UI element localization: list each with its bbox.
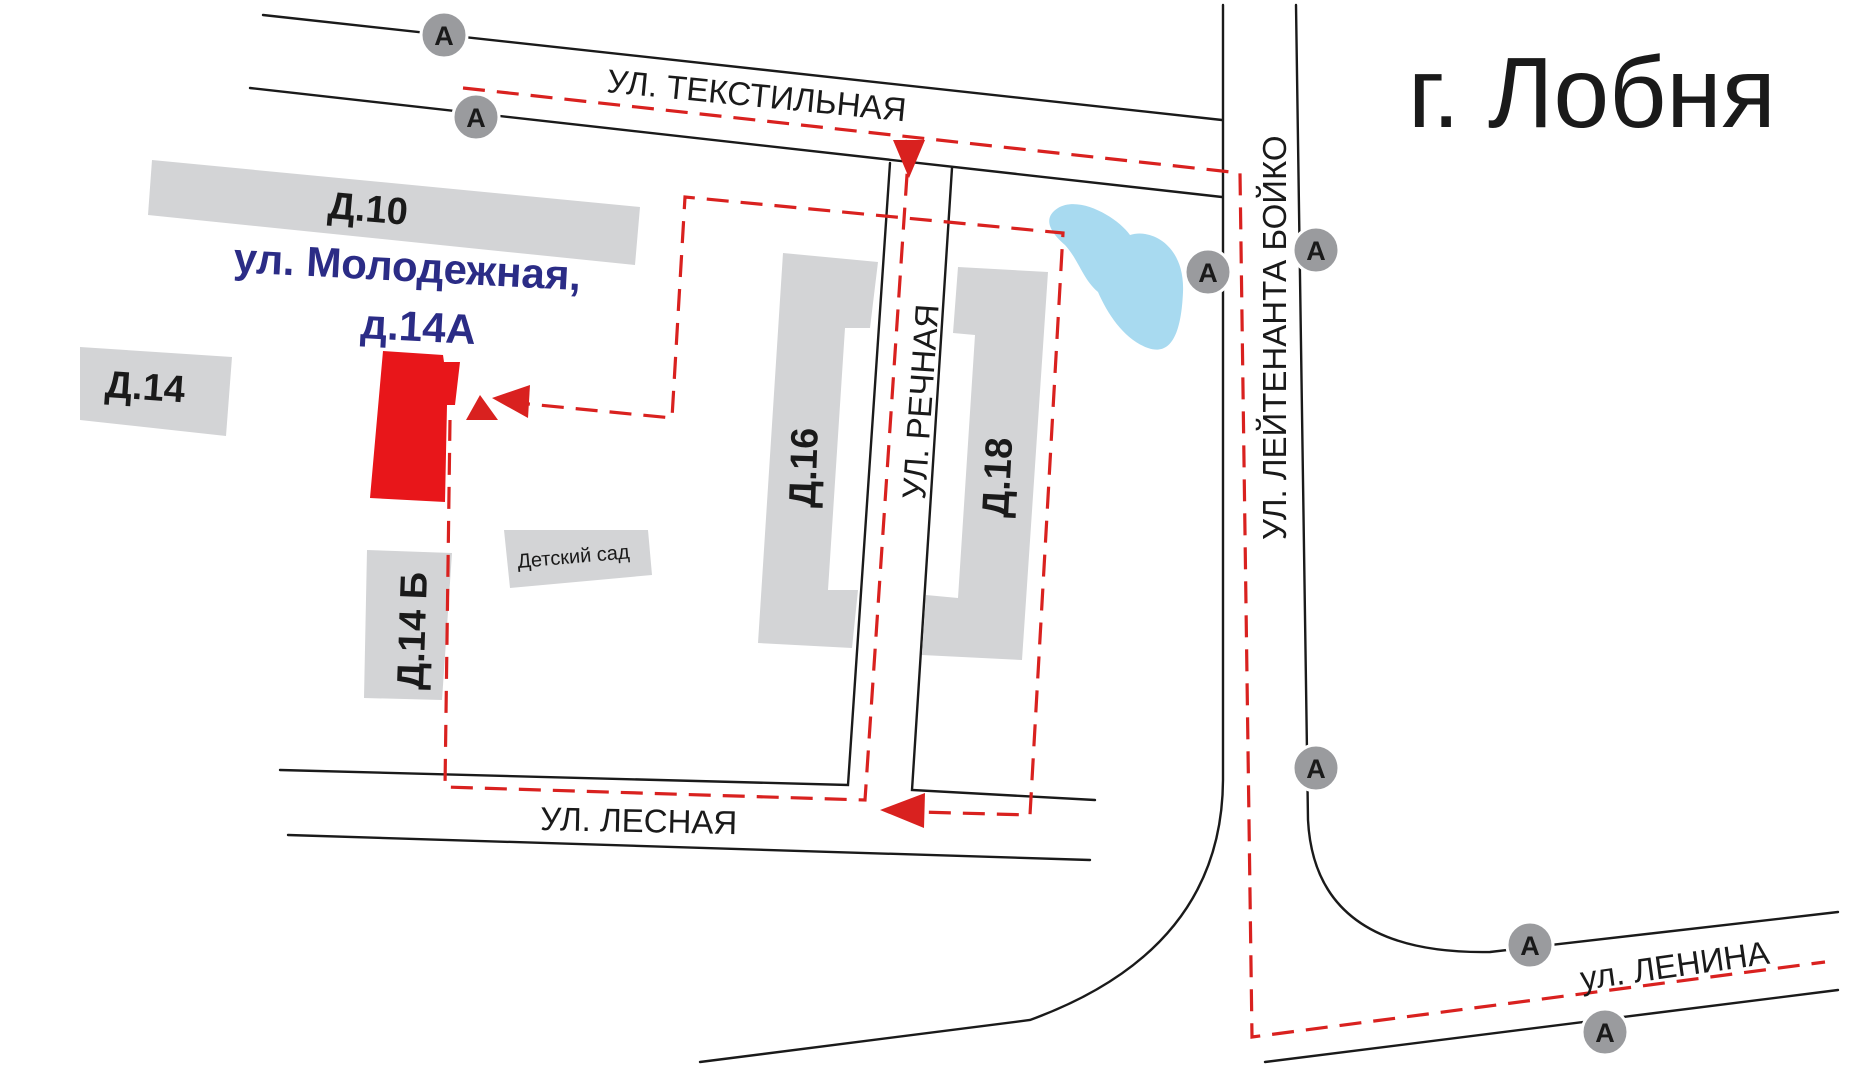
target-building-14a	[370, 351, 460, 502]
bus-stop-icon: А	[451, 92, 501, 142]
building-d10-label: Д.10	[326, 185, 409, 234]
route-arrow-up-icon	[466, 395, 498, 420]
driving-route	[443, 86, 1826, 1039]
street-label-tekstilnaya: УЛ. ТЕКСТИЛЬНАЯ	[605, 62, 908, 128]
kindergarten-building	[504, 530, 652, 588]
street-label-leitenanta-boiko: УЛ. ЛЕЙТЕНАНТА БОЙКО	[1256, 135, 1293, 540]
bus-stop-icon: А	[1183, 247, 1233, 297]
bus-stop-icon: А	[419, 10, 469, 60]
building-d14b-label: Д.14 Б	[390, 571, 436, 690]
svg-text:А: А	[1198, 258, 1218, 288]
street-label-lesnaya: УЛ. ЛЕСНАЯ	[540, 800, 738, 841]
road-rechnaya-east	[910, 166, 1097, 802]
street-label-lenina: ул. ЛЕНИНА	[1578, 934, 1772, 997]
city-title: г. Лобня	[1408, 37, 1776, 149]
building-d16	[758, 253, 878, 648]
target-address-line2: д.14А	[360, 300, 478, 353]
bus-stop-icon: А	[1291, 743, 1341, 793]
road-lesnaya-south	[286, 833, 1092, 862]
buildings: Д.10 Д.14 Д.14 Б Детский сад Д.16 Д.18	[80, 160, 1048, 700]
building-d18-label: Д.18	[975, 436, 1021, 518]
bus-stop-icon: А	[1580, 1007, 1630, 1057]
road-rechnaya-west	[278, 161, 892, 787]
svg-text:А: А	[1520, 931, 1540, 961]
road-network	[248, 3, 1840, 1064]
svg-text:А: А	[1595, 1018, 1615, 1048]
svg-text:А: А	[434, 21, 454, 51]
building-d18	[922, 267, 1048, 660]
building-d10	[148, 160, 640, 265]
bus-stops: А А А А А А А	[419, 10, 1630, 1057]
building-d14	[80, 347, 232, 436]
bus-stop-icon: А	[1291, 225, 1341, 275]
road-lenina-south	[1263, 988, 1840, 1064]
building-d14b	[364, 550, 452, 700]
route-kindergarten-loop	[507, 195, 1065, 817]
route-arrow-left-icon	[880, 793, 925, 828]
route-arrow-left-icon-2	[492, 385, 530, 418]
building-d16-label: Д.16	[782, 427, 827, 508]
street-label-rechnaya: УЛ. РЕЧНАЯ	[895, 303, 946, 501]
road-boiko-west	[698, 3, 1225, 1064]
svg-text:А: А	[1306, 236, 1326, 266]
svg-text:А: А	[466, 103, 486, 133]
route-arrow-down-icon	[893, 140, 925, 178]
building-d14-label: Д.14	[104, 364, 187, 411]
road-tekstilnaya-south	[248, 86, 1224, 199]
svg-text:А: А	[1306, 754, 1326, 784]
road-boiko-east	[1294, 3, 1840, 954]
bus-stop-icon: А	[1505, 920, 1555, 970]
route-tekstilnaya-segment	[462, 86, 1826, 1039]
pond	[1049, 204, 1184, 350]
